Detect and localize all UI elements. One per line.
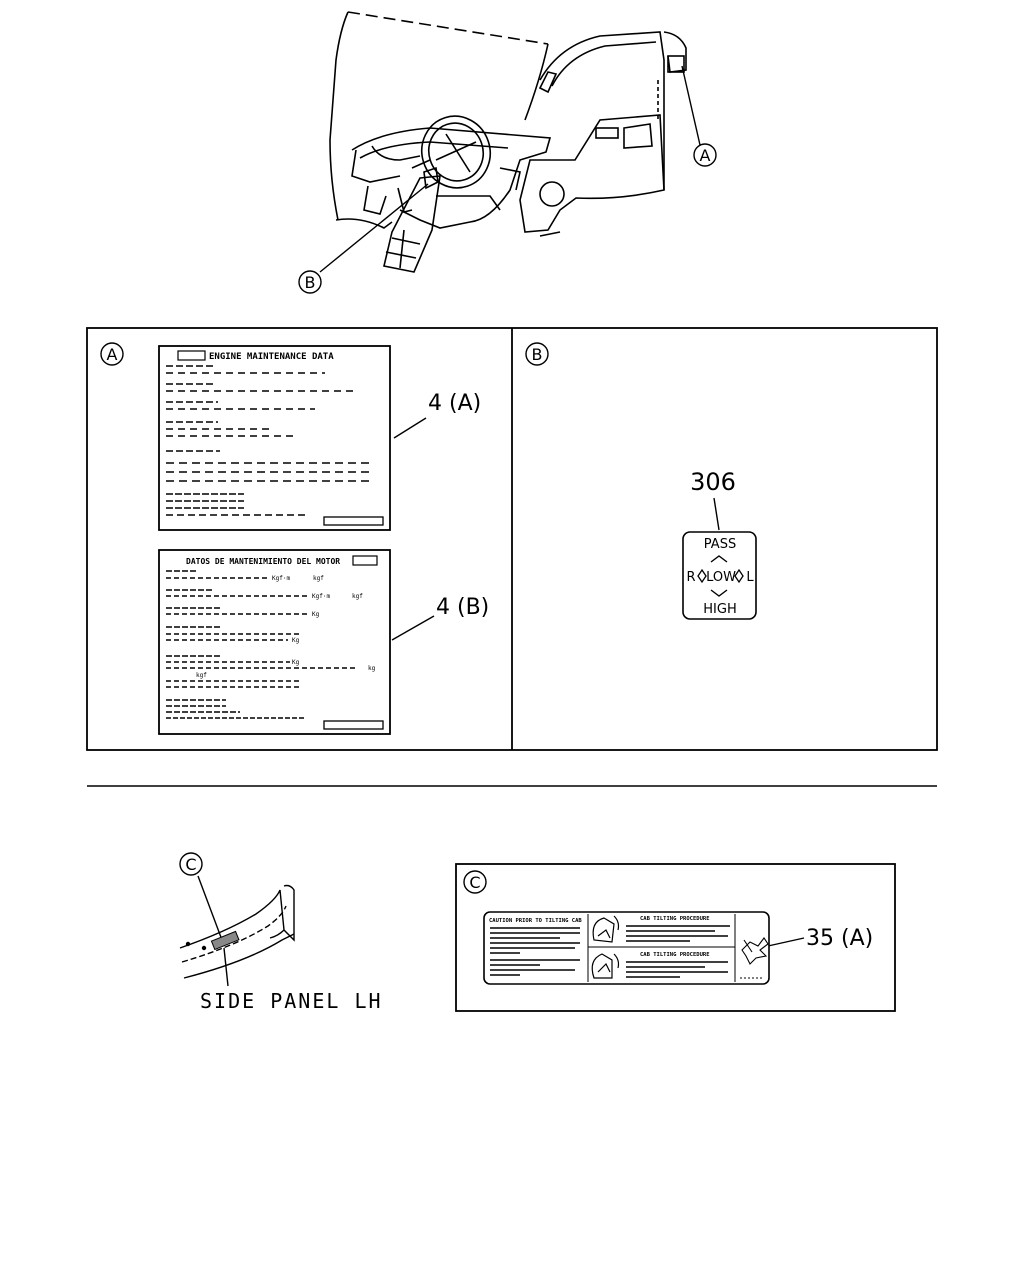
cab-tilt-left-title: CAUTION PRIOR TO TILTING CAB (489, 918, 582, 924)
engine-label-es-units: Kgf·m kgf Kgf·m kgf Kg Kg Kg kg kgf (196, 575, 376, 679)
cab-tilt-upper-title: CAB TILTING PROCEDURE (640, 916, 710, 922)
cab-tilt-pictograms (591, 915, 620, 979)
part-number-4a: 4 (A) (428, 391, 481, 416)
switch-l-text: L (746, 570, 754, 585)
switch-r-text: R (686, 570, 695, 585)
callout-b-top: B (298, 270, 322, 294)
callout-a-top: A (693, 143, 717, 167)
switch-pass-text: PASS (704, 537, 736, 552)
svg-text:Kg: Kg (312, 611, 320, 618)
switch-high-text: HIGH (703, 602, 736, 617)
svg-text:Kgf·m: Kgf·m (312, 593, 330, 600)
part-number-4b: 4 (B) (436, 595, 489, 620)
svg-text:kgf: kgf (352, 593, 363, 600)
callout-c-side: C (179, 852, 203, 876)
engine-label-en-title: ENGINE MAINTENANCE DATA (209, 352, 334, 362)
svg-text:kg: kg (368, 665, 376, 672)
callout-b-panel: B (525, 342, 549, 366)
svg-text:kgf: kgf (313, 575, 324, 582)
leader-lines (197, 65, 805, 987)
side-panel-illustration (179, 884, 295, 979)
callout-c-panel-letter: C (469, 873, 480, 892)
callout-b-panel-letter: B (532, 345, 543, 364)
callout-a-letter: A (700, 146, 711, 165)
engine-label-en: ENGINE MAINTENANCE DATA (158, 345, 391, 531)
switch-up-chevron-icon (710, 555, 728, 563)
detail-box-c (455, 863, 896, 1012)
callout-c-side-letter: C (185, 855, 196, 874)
cab-tilt-right-text-lines (626, 925, 730, 978)
switch-down-chevron-icon (710, 589, 728, 597)
switch-left-diamond-icon (697, 568, 707, 584)
engine-label-es-text-lines (166, 570, 358, 719)
part-number-35a: 35 (A) (806, 926, 873, 951)
svg-text:Kgf·m: Kgf·m (272, 575, 290, 582)
callout-b-letter: B (305, 273, 316, 292)
svg-text:Kg: Kg (292, 637, 300, 644)
cab-tilt-warning-icon (740, 937, 769, 979)
switch-low-text: LOW (706, 570, 736, 585)
callout-a-panel-letter: A (107, 345, 118, 364)
switch-right-diamond-icon (734, 568, 744, 584)
callout-a-panel: A (100, 342, 124, 366)
light-switch-label: PASS R LOW L HIGH (682, 531, 757, 620)
cab-tilt-lower-title: CAB TILTING PROCEDURE (640, 952, 710, 958)
engine-label-es: DATOS DE MANTENIMIENTO DEL MOTOR Kgf·m k… (158, 549, 391, 735)
callout-c-panel: C (463, 870, 487, 894)
svg-text:kgf: kgf (196, 672, 207, 679)
cab-tilt-left-text-lines (490, 927, 580, 976)
engine-label-es-title: DATOS DE MANTENIMIENTO DEL MOTOR (186, 557, 340, 566)
side-panel-caption: SIDE PANEL LH (200, 989, 383, 1013)
svg-text:Kg: Kg (292, 659, 300, 666)
part-number-306: 306 (690, 468, 736, 496)
cab-interior-illustration (329, 11, 687, 273)
engine-label-en-text-lines (166, 365, 370, 516)
cab-tilt-label: CAUTION PRIOR TO TILTING CAB CAB TILTING… (483, 911, 770, 985)
